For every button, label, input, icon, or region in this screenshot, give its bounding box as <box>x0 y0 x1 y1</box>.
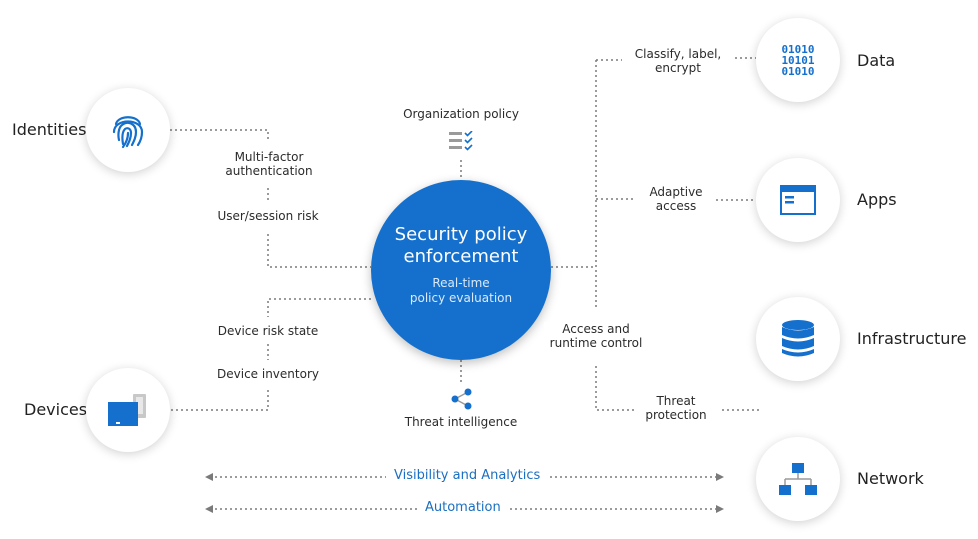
access-line2: runtime control <box>549 336 643 350</box>
device-inventory-label: Device inventory <box>208 367 328 381</box>
inventory-to-devices-connector <box>170 390 269 411</box>
fingerprint-icon <box>112 116 144 149</box>
visibility-arrow-left <box>205 473 213 481</box>
mfa-line2: authentication <box>225 164 313 178</box>
database-icon <box>782 320 814 357</box>
classify-line1: Classify, label, <box>634 47 722 61</box>
access-line1: Access and <box>562 322 630 336</box>
data-label: Data <box>857 51 896 70</box>
network-node <box>756 437 840 521</box>
user-session-risk-label: User/session risk <box>208 209 328 223</box>
binary-row: 01010 <box>781 42 815 56</box>
infrastructure-node <box>756 297 840 381</box>
binary-data-icon: 01010 10101 01010 <box>781 44 814 77</box>
adaptive-line1: Adaptive <box>649 185 703 199</box>
access-runtime-label: Access and runtime control <box>544 322 648 350</box>
adaptive-line2: access <box>655 199 697 213</box>
threat-intelligence-label: Threat intelligence <box>396 415 526 429</box>
center-title-line2: enforcement <box>403 246 519 267</box>
right-trunk-lower <box>595 366 636 411</box>
risk-to-center-connector <box>267 234 371 268</box>
center-subtitle-line2: policy evaluation <box>409 291 513 305</box>
automation-label: Automation <box>417 500 509 515</box>
network-label: Network <box>857 469 924 488</box>
binary-row: 01010 <box>781 64 815 78</box>
policy-checklist-icon <box>449 131 473 151</box>
devices-node <box>86 368 170 452</box>
visibility-analytics-label: Visibility and Analytics <box>386 468 549 483</box>
apps-label: Apps <box>857 190 897 209</box>
center-title-line1: Security policy <box>394 224 528 245</box>
app-window-icon <box>780 185 816 215</box>
devices-label: Devices <box>24 400 88 419</box>
identities-connector <box>170 129 269 142</box>
mfa-line1: Multi-factor <box>234 150 304 164</box>
organization-policy-label: Organization policy <box>398 107 524 121</box>
threat-protection-label: Threat protection <box>636 394 716 422</box>
center-subtitle-line1: Real-time <box>432 276 490 290</box>
data-node: 01010 10101 01010 <box>756 18 840 102</box>
threat-protection-line2: protection <box>645 408 707 422</box>
threat-protection-line1: Threat <box>656 394 696 408</box>
threat-intelligence-share-icon <box>451 388 472 410</box>
identities-label: Identities <box>12 120 87 139</box>
adaptive-access-label: Adaptive access <box>636 185 716 213</box>
infrastructure-label: Infrastructure <box>857 329 967 348</box>
classify-line2: encrypt <box>655 61 701 75</box>
device-risk-state-label: Device risk state <box>208 324 328 338</box>
mfa-label: Multi-factor authentication <box>214 150 324 178</box>
security-policy-enforcement-circle: Security policy enforcement Real-time po… <box>371 180 551 360</box>
automation-arrow-left <box>205 505 213 513</box>
identities-node <box>86 88 170 172</box>
binary-row: 10101 <box>781 53 815 67</box>
network-icon <box>779 463 817 495</box>
devices-icon <box>108 394 146 426</box>
center-to-device-risk-connector <box>267 298 371 317</box>
visibility-arrow-right <box>716 473 724 481</box>
apps-node <box>756 158 840 242</box>
classify-label: Classify, label, encrypt <box>622 47 734 75</box>
automation-arrow-right <box>716 505 724 513</box>
